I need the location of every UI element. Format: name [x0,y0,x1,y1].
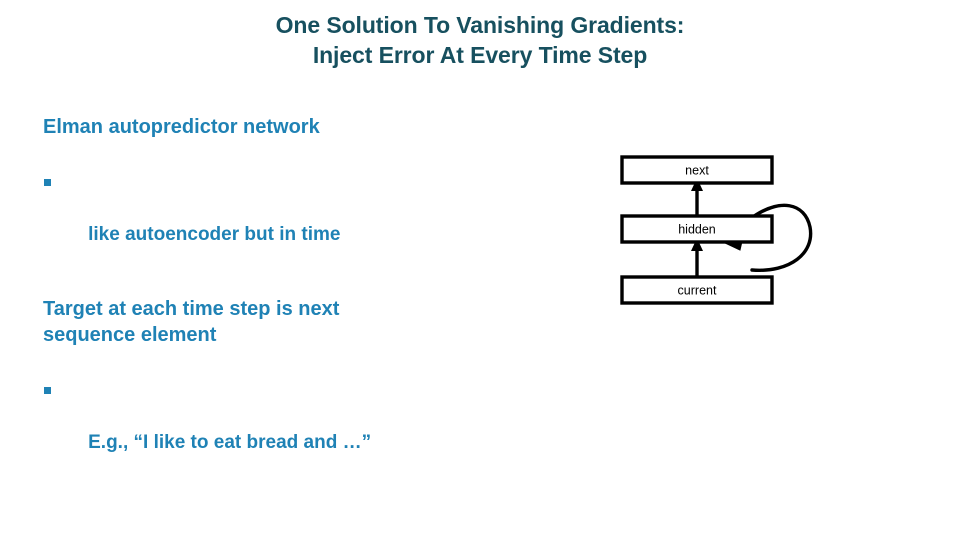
bullet-item-target-at-each-time-step: Target at each time step is next sequenc… [43,298,340,346]
body-content: Elman autopredictor network like autoenc… [43,114,583,508]
bullet-item-label: like autoencoder but in time [88,224,341,245]
recurrent-self-loop-edge [748,203,813,272]
bullet-item-elman-autopredictor-network: Elman autopredictor network [43,116,320,138]
bullet-item-like-autoencoder: like autoencoder but in time [43,170,583,274]
filled-square-bullet-icon [44,179,51,186]
bullet-item-label: E.g., “I like to eat bread and …” [88,432,372,453]
node-box-hidden [620,214,774,244]
node-label-hidden: hidden [678,222,716,236]
title-line-1: One Solution To Vanishing Gradients: [275,12,685,38]
node-box-next [620,155,774,185]
node-box-current [620,275,774,305]
bullet-item-example-sentence: E.g., “I like to eat bread and …” [43,378,583,482]
node-label-next: next [685,163,709,177]
edge-current-to-hidden-arrowhead [691,238,703,251]
page-title: One Solution To Vanishing Gradients: Inj… [0,10,960,70]
title-line-2: Inject Error At Every Time Step [312,42,648,68]
filled-square-bullet-icon [44,387,51,394]
elman-network-diagram: next hidden current [600,145,830,320]
node-label-current: current [678,283,717,297]
